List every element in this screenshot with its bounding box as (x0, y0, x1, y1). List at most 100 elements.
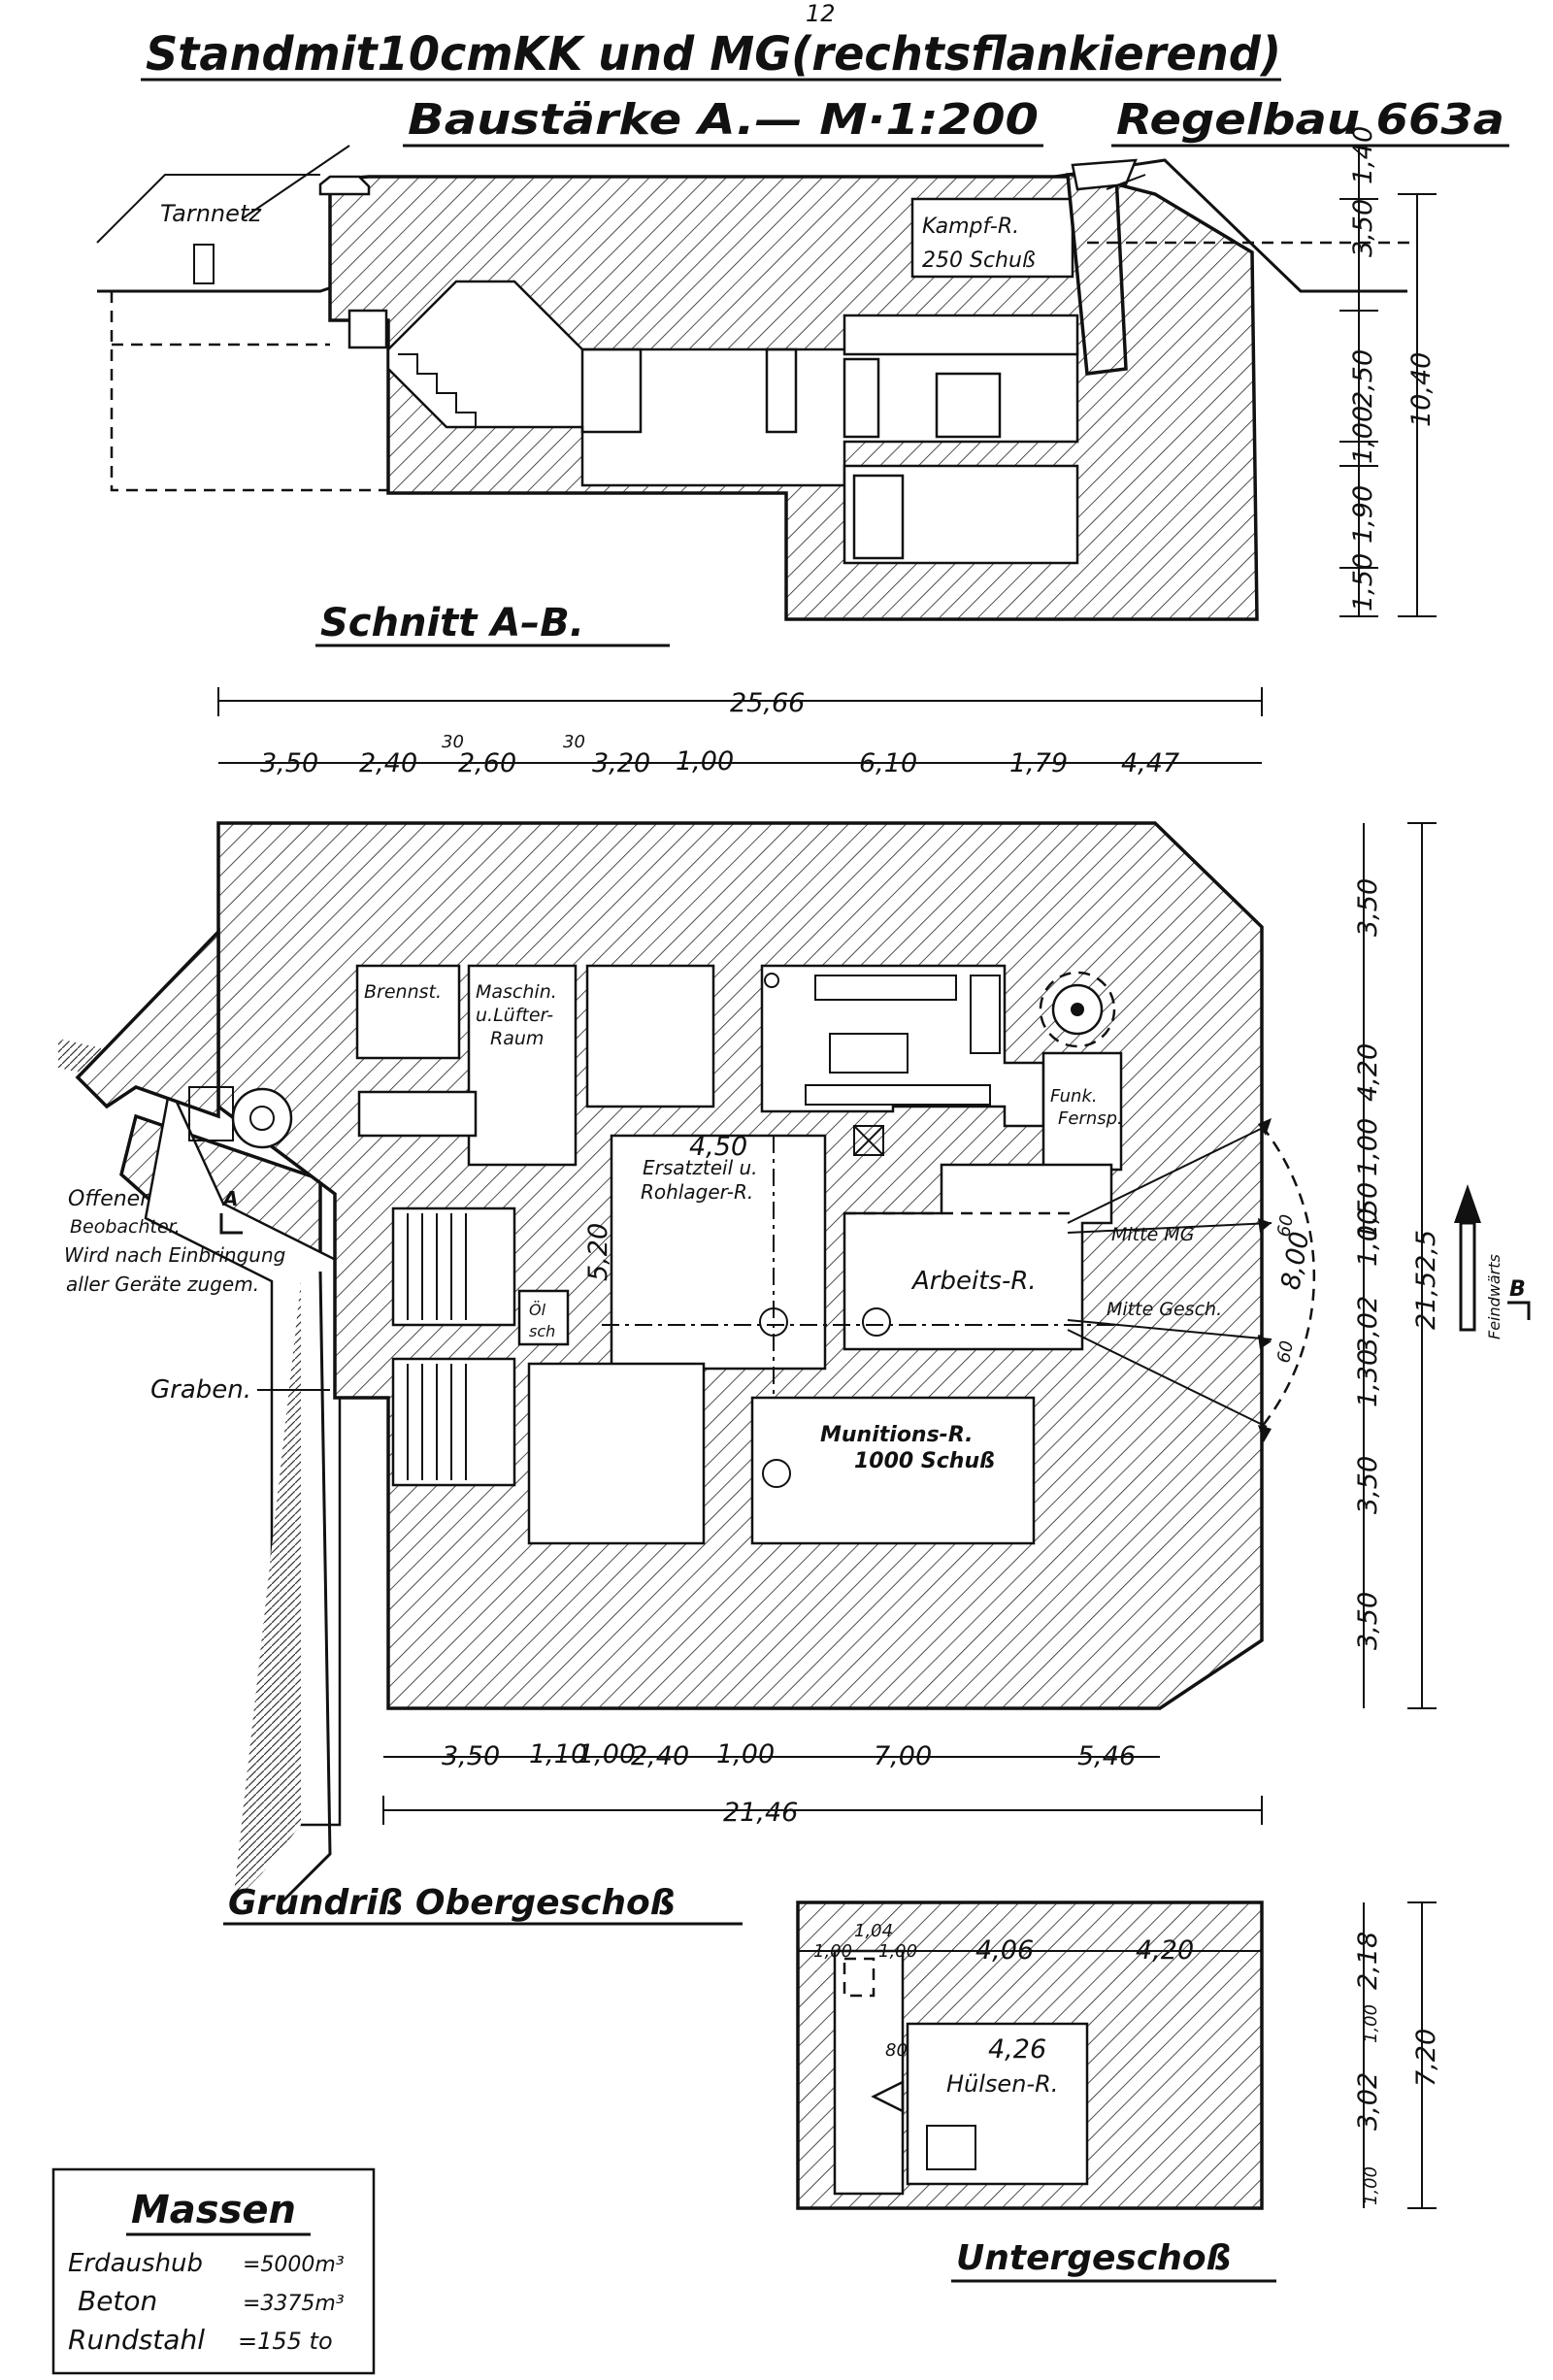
section-door-2 (765, 347, 798, 434)
top-dim-1: 3,50 (260, 748, 318, 778)
right-dim-3: 1,00 (1353, 1118, 1383, 1176)
bottom-dim-5: 1,00 (716, 1739, 775, 1769)
right-dim-5: 1,00 (1353, 1208, 1383, 1267)
oil-room-label-1: Öl (529, 1301, 546, 1319)
bottom-dim-7: 5,46 (1077, 1741, 1136, 1771)
bottom-dim-6: 7,00 (874, 1741, 932, 1771)
camouflage-net-leader (242, 145, 350, 219)
section-a-b: Tarnnetz Kampf-R. 250 Schuß (96, 126, 1437, 647)
lower-right-dim-1: 2,18 (1353, 1932, 1383, 1990)
bottom-dim-3: 1,00 (578, 1739, 636, 1769)
top-dim-5: 1,00 (676, 746, 734, 777)
top-total-dim: 25,66 (730, 688, 805, 718)
section-dim-1: 1,40 (1348, 126, 1378, 184)
lower-right-dim-3: 3,02 (1353, 2072, 1383, 2131)
upper-floor-plan: 25,66 3,50 2,40 2,60 3,20 1,00 6,10 1,79… (58, 687, 1531, 1926)
ammo-room-label-1: Munitions-R. (820, 1423, 974, 1447)
section-stairs (398, 353, 477, 427)
section-lower-room (843, 464, 1079, 565)
section-dim-3: 2,50 (1348, 349, 1378, 408)
lower-right-total: 7,20 (1411, 2029, 1441, 2087)
entrance-hatch (347, 309, 388, 349)
masses-title: Massen (131, 2188, 296, 2232)
fuel-room (355, 964, 461, 1060)
lower-top-dim-3: 1,00 (878, 1941, 917, 1962)
upper-plan-title: Grundriß Obergeschoß (228, 1883, 676, 1923)
section-marker-a: A (221, 1187, 238, 1210)
lower-top-dim-1: 1,04 (854, 1921, 893, 1941)
section-marker-b: B (1509, 1277, 1526, 1302)
section-main-corridor (386, 280, 1079, 487)
section-marker-a-arrow (219, 1213, 243, 1235)
arc-small-1: 60 (1273, 1213, 1298, 1239)
engine-room-label-1: Maschin. (476, 981, 557, 1003)
masses-row-2-label: Beton (78, 2285, 157, 2317)
enemy-arrow-head (1454, 1184, 1481, 1223)
masses-frame (51, 2167, 376, 2375)
crew-room (760, 964, 1045, 1128)
page-number: 12 (806, 0, 836, 27)
top-small-1: 30 (442, 732, 464, 752)
enemy-direction-indicator: Feindwärts B (1454, 1184, 1531, 1339)
engine-room (467, 964, 578, 1167)
excavation-outline (110, 291, 388, 492)
top-dim-8: 4,47 (1121, 748, 1179, 778)
section-door-1 (580, 347, 643, 434)
embrasure-cap (1071, 158, 1138, 191)
stair-room-upper (391, 1207, 516, 1327)
radio-room-label-1: Funk. (1050, 1086, 1098, 1107)
observer-label-1: Offener (68, 1187, 150, 1211)
right-dim-4: 1,50 (1353, 1182, 1383, 1240)
pivot-3 (762, 1459, 791, 1488)
mg-axis-label: Mitte MG (1111, 1224, 1194, 1245)
right-total-dim: 21,52,5 (1411, 1230, 1441, 1330)
right-dim-7: 1,30 (1353, 1349, 1383, 1407)
lower-top-dim-2: 1,00 (813, 1941, 852, 1962)
top-dim-7: 1,79 (1009, 748, 1068, 778)
pivot-2 (862, 1307, 891, 1337)
trench-hatching (233, 1281, 301, 1902)
mg-turret-range (1039, 971, 1116, 1048)
masses-row-3-value: =155 to (238, 2328, 333, 2355)
bottom-dim-1: 3,50 (442, 1741, 500, 1771)
regelbau-type: Regelbau 663a (1116, 95, 1504, 145)
masses-table: Massen Erdaushub =5000m³ Beton =3375m³ R… (51, 2167, 376, 2375)
combat-rounds-label: 250 Schuß (922, 248, 1036, 273)
top-dim-4: 3,20 (592, 748, 650, 778)
masses-row-1-label: Erdaushub (68, 2249, 203, 2278)
observer-label-3: Wird nach Einbringung (64, 1243, 285, 1267)
inner-dim-height: 5,20 (583, 1223, 613, 1281)
shell-casing-room-label: Hülsen-R. (946, 2070, 1058, 2098)
section-marker-b-arrow (1507, 1301, 1531, 1320)
top-dim-2: 2,40 (359, 748, 417, 778)
ammo-room-label-2: 1000 Schuß (854, 1449, 995, 1473)
shell-casing-room (906, 2022, 1089, 2186)
embrasure-line (1106, 174, 1146, 190)
trench-label: Graben. (150, 1375, 251, 1405)
upper-plan-stairs (407, 1213, 467, 1480)
enemy-arrow-shaft (1459, 1221, 1476, 1332)
section-vertical-dimensions: 1,40 3,50 2,50 1,00 1,90 1,50 10,40 (1339, 126, 1437, 617)
lower-left-room (527, 1362, 706, 1545)
engine-room-label-3: Raum (490, 1028, 544, 1049)
masses-row-3-label: Rundstahl (68, 2324, 205, 2356)
camouflage-net-label: Tarnnetz (160, 200, 262, 227)
section-ammo-door (852, 474, 905, 560)
upper-left-room (585, 964, 715, 1108)
oil-room-label-2: sch (529, 1322, 555, 1340)
oil-room (517, 1289, 570, 1346)
ammunition-room (750, 1396, 1036, 1545)
right-dim-6: 3,02 (1353, 1296, 1383, 1354)
section-dim-4: 1,00 (1348, 406, 1378, 464)
section-passage (843, 314, 1079, 356)
observer-stair (188, 1086, 234, 1141)
masses-row-1-value: =5000m³ (243, 2253, 345, 2277)
lower-box (926, 2125, 976, 2170)
plan-top-dimensions: 25,66 3,50 2,40 2,60 3,20 1,00 6,10 1,79… (217, 687, 1263, 778)
observer-label-4: aller Geräte zugem. (66, 1273, 259, 1296)
section-total-height: 10,40 (1406, 352, 1437, 427)
engine-room-label-2: u.Lüfter- (476, 1005, 553, 1026)
radio-room-label-2: Fernsp. (1058, 1108, 1123, 1129)
firing-arc (1261, 1125, 1316, 1428)
